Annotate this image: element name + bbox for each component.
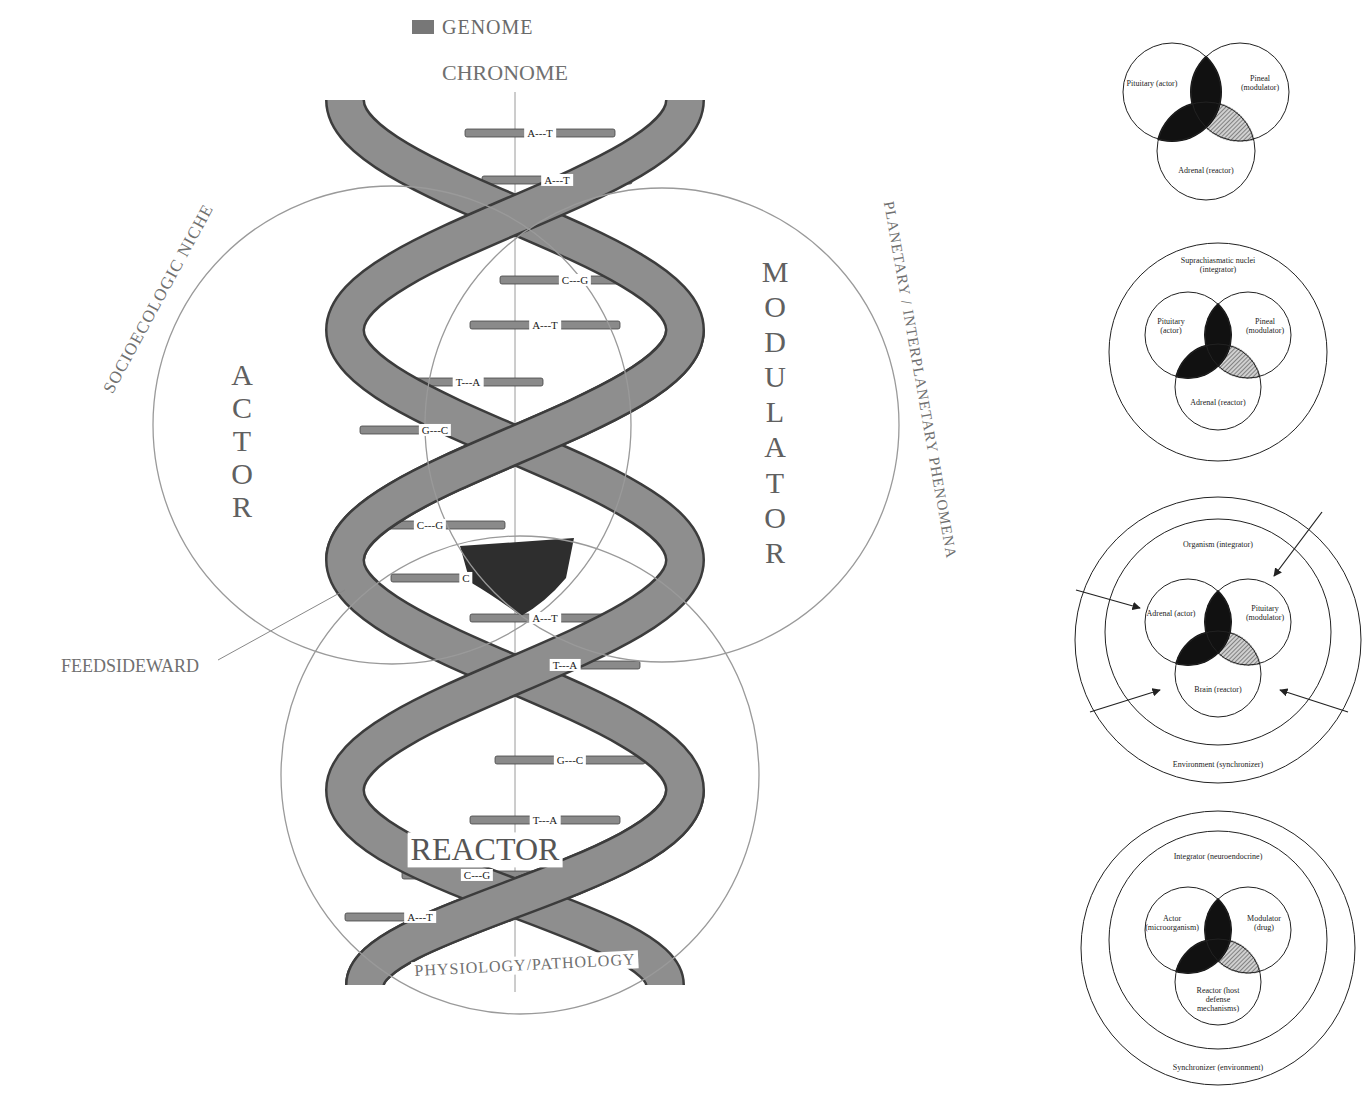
- circle-outline: [1080, 810, 1356, 1086]
- dna-strand: [345, 100, 685, 985]
- circle-label: Reactor (host defense mechanisms): [1190, 987, 1246, 1013]
- venn-circle: Suprachiasmatic nuclei (integrator) Pitui…: [1108, 242, 1328, 462]
- venn-circle: Brain (reactor): [1174, 630, 1262, 718]
- venn-circle: Modulator (drug): [1204, 886, 1292, 974]
- circle-label: Pituitary (actor): [1126, 80, 1178, 89]
- overlap-wedge: [460, 538, 574, 616]
- base-pair-label: A---T: [529, 612, 561, 624]
- circle-label: Suprachiasmatic nuclei (integrator): [1163, 257, 1273, 275]
- circle-label: Brain (reactor): [1190, 686, 1246, 695]
- circle-outline: [1144, 578, 1232, 666]
- venn-circle: REACTOR PHYSIOLOGY/PATHOLOGY: [280, 535, 760, 1015]
- circle-outline: [152, 185, 632, 665]
- circle-outline: [1174, 630, 1262, 718]
- base-pair-label: T---A: [453, 376, 484, 388]
- circle-label: Pineal (modulator): [1240, 318, 1290, 336]
- circle-outline: [424, 187, 900, 663]
- circle-outline: [1174, 343, 1262, 431]
- base-pair-label: A---T: [529, 319, 561, 331]
- base-pair-label: A---T: [524, 127, 556, 139]
- base-pair-label: C: [459, 572, 472, 584]
- circle-label: Pineal (modulator): [1234, 75, 1286, 93]
- circle-label: PLANETARY / INTERPLANETARY PHENOMENA: [880, 200, 959, 560]
- leader-line: [218, 590, 345, 660]
- base-pair-label: C---G: [461, 869, 493, 881]
- venn-circle: PLANETARY / INTERPLANETARY PHENOMENAMODU…: [424, 187, 900, 663]
- circle-label: Organism (integrator): [1173, 541, 1263, 550]
- venn-circle: Adrenal (actor): [1144, 578, 1232, 666]
- venn-circle: Reactor (host defense mechanisms): [1174, 938, 1262, 1026]
- venn-circle: Pituitary (actor): [1122, 42, 1222, 142]
- circle-label: SOCIOECOLOGIC NICHE: [100, 201, 218, 396]
- legend-swatch: [412, 20, 434, 34]
- circle-label: Pituitary (modulator): [1240, 605, 1290, 623]
- base-pair-label: C---G: [414, 519, 446, 531]
- circle-label: Actor (microorganism): [1145, 915, 1199, 933]
- venn-circle: SOCIOECOLOGIC NICHEACTOR: [152, 185, 632, 665]
- circle-outline: [1156, 101, 1256, 201]
- circle-outline: [1122, 42, 1222, 142]
- base-pair-label: G---C: [554, 754, 586, 766]
- venn-circle: Organism (integrator) Adrenal (actor) Pitu…: [1104, 518, 1332, 746]
- venn-circle: Adrenal (reactor): [1156, 101, 1256, 201]
- base-pair-label: T---A: [550, 659, 581, 671]
- base-pair-label: T---A: [530, 814, 561, 826]
- circle-outline: [1108, 830, 1328, 1050]
- venn-circle: Pituitary (actor): [1144, 291, 1232, 379]
- venn-circle: Adrenal (reactor): [1174, 343, 1262, 431]
- venn-circle: Pineal (modulator): [1204, 291, 1292, 379]
- circle-outline: [1104, 518, 1332, 746]
- venn-circle: Synchronizer (environment) Integrator (ne…: [1080, 810, 1356, 1086]
- circle-label: Adrenal (reactor): [1190, 399, 1246, 408]
- venn-circle: Environment (synchronizer) Organism (inte…: [1074, 496, 1362, 784]
- diagram-label: CHRONOME: [442, 61, 568, 85]
- circle-outline: [280, 535, 760, 1015]
- circle-label: MODULATOR: [760, 254, 790, 570]
- base-pair-label: G---C: [419, 424, 451, 436]
- legend-text: GENOME: [442, 16, 534, 38]
- circle-label: Modulator (drug): [1237, 915, 1291, 933]
- circle-outline: [1174, 938, 1262, 1026]
- circle-label: Synchronizer (environment): [1158, 1064, 1278, 1073]
- circle-label: Adrenal (actor): [1146, 610, 1196, 619]
- venn-fill: [1156, 42, 1292, 1026]
- circle-outline: [1108, 242, 1328, 462]
- diagram-label: FEEDSIDEWARD: [61, 657, 199, 677]
- circle-label: Adrenal (reactor): [1176, 167, 1236, 176]
- venn-circle: Integrator (neuroendocrine) Actor (microo…: [1108, 830, 1328, 1050]
- circle-outline: [1144, 291, 1232, 379]
- base-pair-label: A---T: [404, 911, 436, 923]
- circle-label: Pituitary (actor): [1146, 318, 1196, 336]
- circle-label: Environment (synchronizer): [1158, 761, 1278, 770]
- base-pair-label: C---G: [559, 274, 591, 286]
- circle-label: ACTOR: [227, 358, 257, 523]
- circle-label: PHYSIOLOGY/PATHOLOGY: [411, 950, 639, 979]
- circle-label: REACTOR: [408, 832, 563, 867]
- circle-outline: [1074, 496, 1362, 784]
- venn-circle: Pituitary (modulator): [1204, 578, 1292, 666]
- venn-circle: Actor (microorganism): [1144, 886, 1232, 974]
- venn-circle: Pineal (modulator): [1190, 42, 1290, 142]
- circle-outline: [1204, 886, 1292, 974]
- circle-label: Integrator (neuroendocrine): [1168, 853, 1268, 862]
- base-pair-label: A---T: [541, 174, 573, 186]
